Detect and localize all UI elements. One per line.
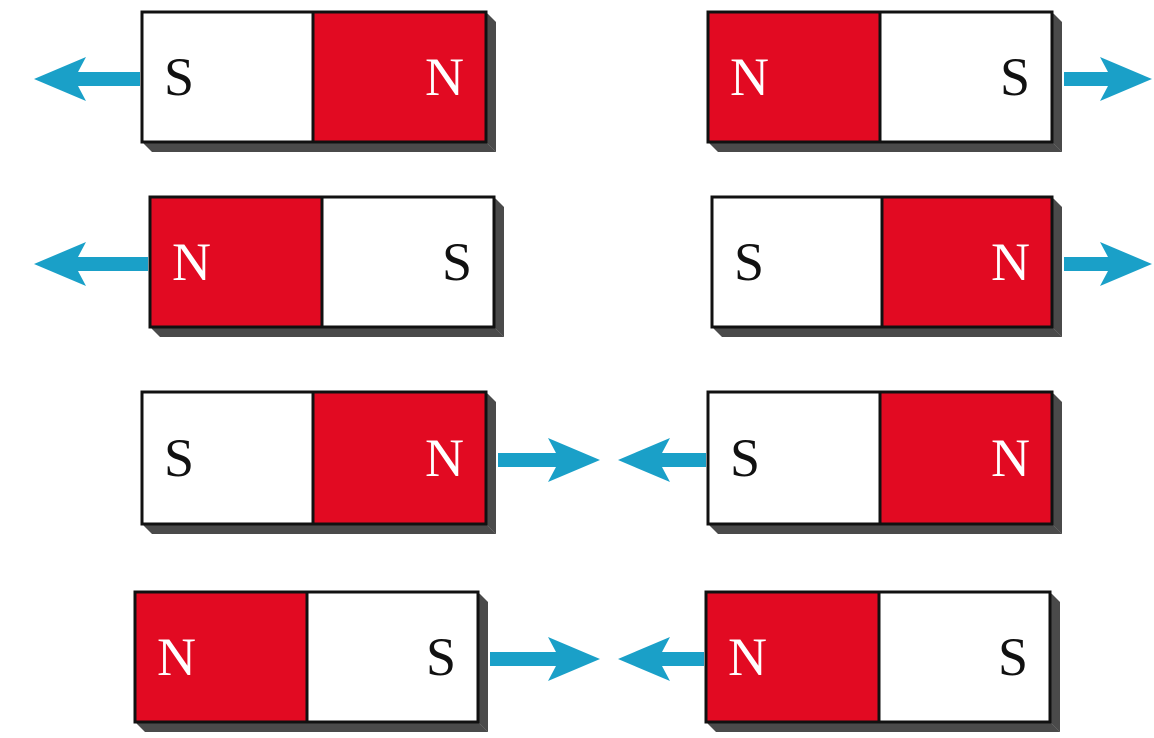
pole-label: S (1000, 47, 1030, 107)
magnet-bevel-right (1052, 197, 1062, 337)
magnet-bevel-bottom (706, 722, 1060, 732)
magnet-right-half (311, 390, 488, 526)
pole-label: S (426, 627, 456, 687)
magnet-right-half (878, 10, 1054, 144)
magnet-left-half (140, 10, 315, 144)
magnet-left-half (133, 590, 309, 724)
magnet-bevel-right (486, 392, 496, 534)
arrow-right-icon (1064, 57, 1152, 101)
pole-label: S (998, 627, 1028, 687)
arrow-right-icon (490, 637, 600, 681)
magnet-right-half (877, 590, 1052, 724)
magnet-right-half (880, 195, 1054, 329)
arrow-left-icon (34, 242, 148, 286)
magnet-bevel-bottom (708, 524, 1062, 534)
magnet-bevel-bottom (142, 142, 496, 152)
magnet-bevel-right (478, 592, 488, 732)
magnet-right-half (311, 10, 488, 144)
pole-label: N (425, 47, 464, 107)
magnet-bevel-bottom (708, 142, 1062, 152)
pole-label: S (164, 428, 194, 488)
magnet-bevel-bottom (712, 327, 1062, 337)
magnet-bevel-right (486, 12, 496, 152)
magnet-left-half (706, 10, 882, 144)
arrow-right-icon (1064, 242, 1152, 286)
magnet-left-half (706, 390, 882, 526)
arrow-left-icon (34, 57, 140, 101)
pole-label: S (730, 428, 760, 488)
pole-label: N (730, 47, 769, 107)
magnet-right-half (320, 195, 496, 329)
arrow-right-icon (498, 438, 600, 482)
magnet-bevel-bottom (150, 327, 504, 337)
magnet-bevel-bottom (142, 524, 496, 534)
magnet-bevel-right (1052, 12, 1062, 152)
magnet-left-half (148, 195, 324, 329)
magnet-bevel-right (1050, 592, 1060, 732)
arrow-left-icon (618, 637, 704, 681)
magnet-left-half (710, 195, 884, 329)
pole-label: N (728, 627, 767, 687)
magnet-bevel-right (494, 197, 504, 337)
arrow-left-icon (618, 438, 706, 482)
magnet-left-half (704, 590, 881, 724)
magnet-left-half (140, 390, 315, 526)
magnet-right-half (878, 390, 1054, 526)
pole-label: S (164, 47, 194, 107)
pole-label: N (157, 627, 196, 687)
pole-label: N (991, 232, 1030, 292)
magnet-bevel-bottom (135, 722, 488, 732)
magnet-right-half (305, 590, 480, 724)
magnet-bevel-right (1052, 392, 1062, 534)
pole-label: S (734, 232, 764, 292)
pole-label: N (991, 428, 1030, 488)
pole-label: N (425, 428, 464, 488)
pole-label: S (442, 232, 472, 292)
pole-label: N (172, 232, 211, 292)
